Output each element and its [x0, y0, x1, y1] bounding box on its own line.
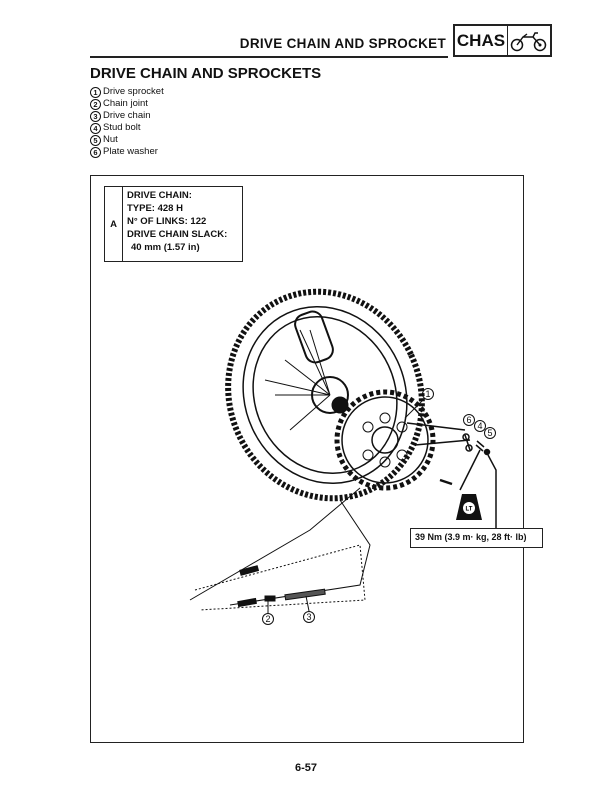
- callout-number: 5: [90, 135, 101, 146]
- spec-key: A: [105, 187, 123, 261]
- section-title: DRIVE CHAIN AND SPROCKETS: [90, 65, 322, 82]
- header-rule: [90, 56, 448, 58]
- spec-box: A DRIVE CHAIN: TYPE: 428 H N° OF LINKS: …: [104, 186, 243, 262]
- callout-3: 3: [306, 612, 311, 622]
- drive-sprocket: [334, 389, 436, 491]
- callout-6: 6: [466, 415, 471, 425]
- callout-number: 2: [90, 99, 101, 110]
- callout-4: 4: [477, 421, 482, 431]
- part-label: Stud bolt: [103, 122, 141, 133]
- header-title: DRIVE CHAIN AND SPROCKET: [239, 36, 446, 51]
- section-tag-label: CHAS: [455, 26, 508, 55]
- section-tag: CHAS: [453, 24, 552, 57]
- callout-number: 1: [90, 87, 101, 98]
- torque-spec: 39 Nm (3.9 m· kg, 28 ft· lb): [410, 528, 543, 548]
- spec-line: N° OF LINKS: 122: [127, 216, 207, 227]
- page-number: 6-57: [294, 762, 318, 774]
- spec-line: 40 mm (1.57 in): [131, 242, 200, 253]
- part-label: Plate washer: [103, 146, 158, 157]
- locktite-icon: LT: [456, 494, 482, 520]
- locktite-label: LT: [466, 507, 473, 513]
- rear-wheel: [225, 288, 425, 502]
- part-label: Nut: [103, 134, 118, 145]
- callout-number: 4: [90, 123, 101, 134]
- callout-number: 3: [90, 111, 101, 122]
- callout-number: 6: [90, 147, 101, 158]
- motorcycle-icon: [508, 26, 550, 55]
- fasteners: [406, 422, 497, 528]
- callouts: [262, 388, 496, 625]
- callout-1: 1: [425, 389, 430, 399]
- diagram-frame: [90, 175, 524, 743]
- spec-line: TYPE: 428 H: [127, 203, 183, 214]
- callout-2: 2: [265, 614, 270, 624]
- spec-line: DRIVE CHAIN SLACK:: [127, 229, 228, 240]
- part-label: Drive sprocket: [103, 86, 164, 97]
- callout-5: 5: [487, 428, 492, 438]
- part-label: Drive chain: [103, 110, 151, 121]
- part-label: Chain joint: [103, 98, 148, 109]
- spec-line: DRIVE CHAIN:: [127, 190, 192, 201]
- drive-chain: [189, 487, 371, 611]
